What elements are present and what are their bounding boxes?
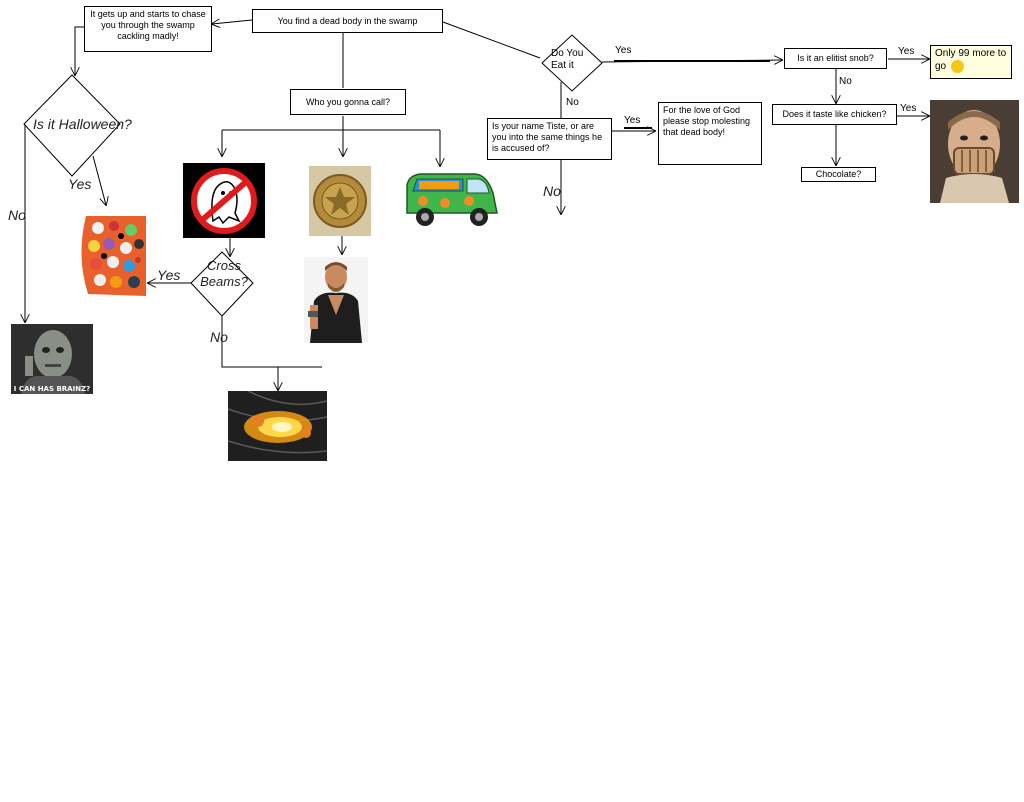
chicken-node: Does it taste like chicken? [772,104,897,125]
crossbeams-no-label: No [210,329,228,345]
eat-yes-label: Yes [615,45,632,56]
wink-smiley-icon [950,60,964,73]
molesting-node: For the love of God please stop molestin… [658,102,762,165]
ghostbusters-logo-image [183,163,265,238]
tiste-node: Is your name Tiste, or are you into the … [487,118,612,160]
chicken-yes-label: Yes [900,103,917,114]
tiste-no-label: No [543,183,561,199]
crossbeams-yes-label: Yes [157,267,181,283]
halloween-question: Is it Halloween? [33,116,132,132]
snob-yes-label: Yes [898,46,915,57]
explosion-image [228,391,327,461]
eat-no-label: No [566,97,579,108]
snob-node: Is it an elitist snob? [784,48,887,69]
start-node: You find a dead body in the swamp [252,9,443,33]
who-you-gonna-call-node: Who you gonna call? [290,89,406,115]
halloween-yes-label: Yes [68,176,92,192]
zombie-caption: I CAN HAS BRAINZ? [13,385,91,393]
tiste-yes-label: Yes [624,115,641,126]
chuck-norris-image [304,257,368,343]
halloween-no-label: No [8,207,26,223]
mystery-machine-image [403,169,499,231]
eat-question: Do You Eat it [551,48,584,71]
only-99-more-node: Only 99 more to go [930,45,1012,79]
hannibal-mask-image [930,100,1019,203]
chocolate-node: Chocolate? [801,167,876,182]
halloween-candy-image [76,216,146,296]
chase-node: It gets up and starts to chase you throu… [84,6,212,52]
zombie-image: I CAN HAS BRAINZ? [11,324,93,394]
badge-image [309,166,371,236]
cross-beams-question: Cross Beams? [200,258,248,289]
snob-no-label: No [839,76,852,87]
